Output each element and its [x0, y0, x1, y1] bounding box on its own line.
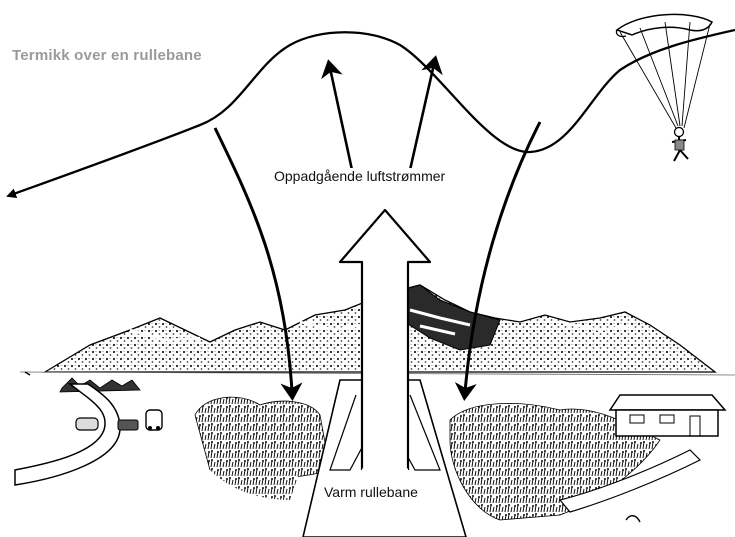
- building-icon: [610, 395, 725, 436]
- left-settlement: [15, 378, 140, 485]
- updraft-label: Oppadgående luftstrømmer: [271, 168, 448, 184]
- updraft-arrow-right: [410, 64, 434, 170]
- car-icon: [76, 410, 162, 430]
- updraft-arrow-left: [330, 68, 352, 170]
- runway-label: Varm rullebane: [322, 484, 420, 500]
- diagram-title: Termikk over en rullebane: [12, 47, 202, 64]
- paraglider-icon: [616, 14, 712, 161]
